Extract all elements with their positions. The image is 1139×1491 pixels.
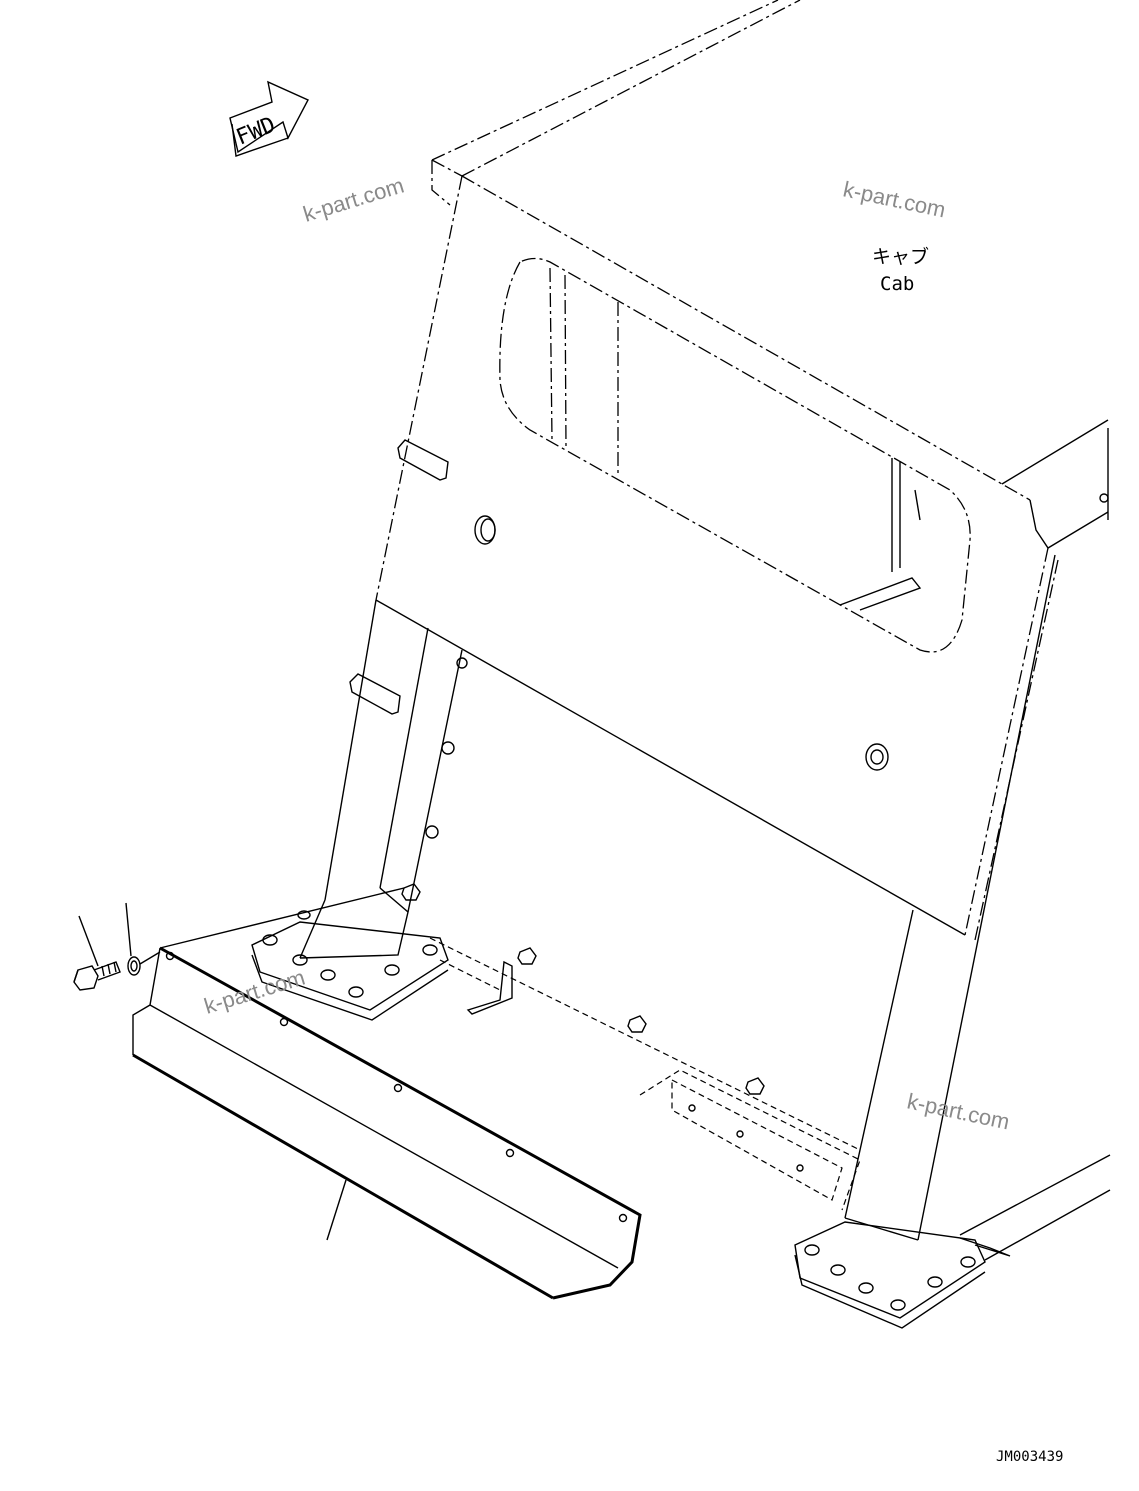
watermark: k-part.com — [905, 1088, 1012, 1134]
cab-label-english: Cab — [880, 273, 914, 295]
cab-base-plate — [251, 910, 449, 1021]
cab-pillar-left — [299, 599, 463, 959]
fwd-label: FWD — [233, 112, 279, 150]
cab-fitting — [474, 515, 889, 771]
forward-arrow-icon: FWD — [229, 80, 309, 157]
watermark: k-part.com — [201, 964, 308, 1018]
pillar-bracket — [349, 439, 449, 715]
panel-bolt-heads — [401, 657, 765, 1095]
washer-icon — [127, 951, 161, 976]
cab-base-plate-right — [794, 1154, 1111, 1329]
drawing-number: JM003439 — [996, 1449, 1063, 1465]
watermark: k-part.com — [841, 176, 948, 222]
cab-window — [499, 257, 971, 653]
cover-plate-icon — [132, 887, 642, 1300]
cab-pillar-right — [844, 554, 1056, 1241]
cab-label-japanese: キャブ — [872, 245, 929, 268]
cab-roof — [431, 0, 1109, 549]
leader-lines — [78, 902, 347, 1241]
bolt-icon — [73, 961, 121, 991]
watermark: k-part.com — [300, 172, 407, 226]
cab-lower-frame — [429, 937, 861, 1211]
cab-front-panel — [375, 175, 1059, 941]
